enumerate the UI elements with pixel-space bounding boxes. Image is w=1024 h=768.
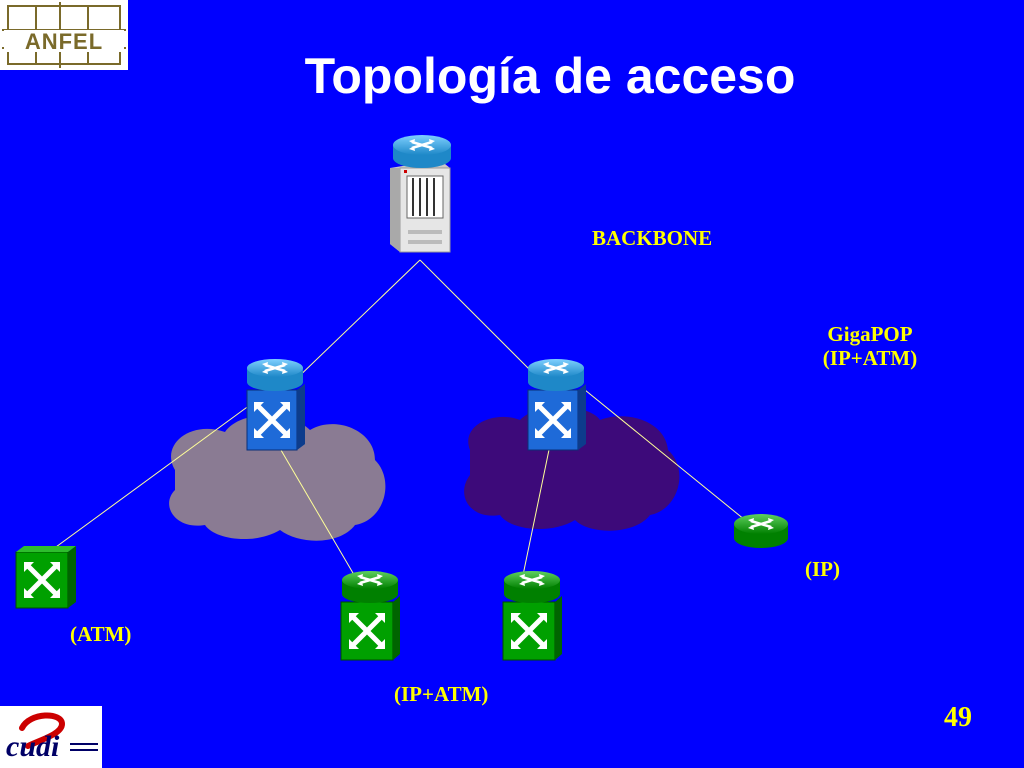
backbone-label: BACKBONE bbox=[592, 226, 713, 250]
ipatm-node-left-icon bbox=[340, 571, 400, 661]
link-right-ipatm bbox=[521, 444, 551, 581]
atm-cloud-left bbox=[169, 415, 386, 541]
link-backbone-right bbox=[419, 259, 546, 386]
ip-atm-label: (IP+ATM) bbox=[394, 682, 489, 706]
anfel-logo: ANFEL bbox=[0, 0, 128, 70]
gigapop-left-icon bbox=[246, 359, 305, 451]
link-left-atm bbox=[44, 404, 251, 556]
gigapop-label-line1: GigaPOP bbox=[827, 322, 913, 346]
gigapop-label: GigaPOP (IP+ATM) bbox=[800, 322, 940, 370]
link-lines bbox=[44, 259, 746, 586]
ip-router-icon bbox=[734, 514, 788, 548]
gigapop-right-icon bbox=[527, 359, 586, 451]
link-backbone-left bbox=[289, 259, 421, 386]
atm-switch-icon bbox=[15, 546, 76, 609]
atm-label: (ATM) bbox=[70, 622, 132, 646]
link-left-ipatm bbox=[277, 444, 361, 586]
atm-cloud-right bbox=[464, 406, 680, 531]
slide-title: Topología de acceso bbox=[304, 48, 796, 104]
svg-text:cudi: cudi bbox=[6, 730, 60, 763]
cudi-logo: cudi bbox=[0, 706, 102, 768]
gigapop-label-line2: (IP+ATM) bbox=[822, 346, 918, 370]
ipatm-node-right-icon bbox=[502, 571, 562, 661]
backbone-router-icon bbox=[390, 135, 451, 253]
svg-text:ANFEL: ANFEL bbox=[25, 29, 103, 54]
page-number: 49 bbox=[944, 702, 972, 733]
ip-label: (IP) bbox=[805, 557, 840, 581]
link-right-ip bbox=[584, 389, 746, 521]
